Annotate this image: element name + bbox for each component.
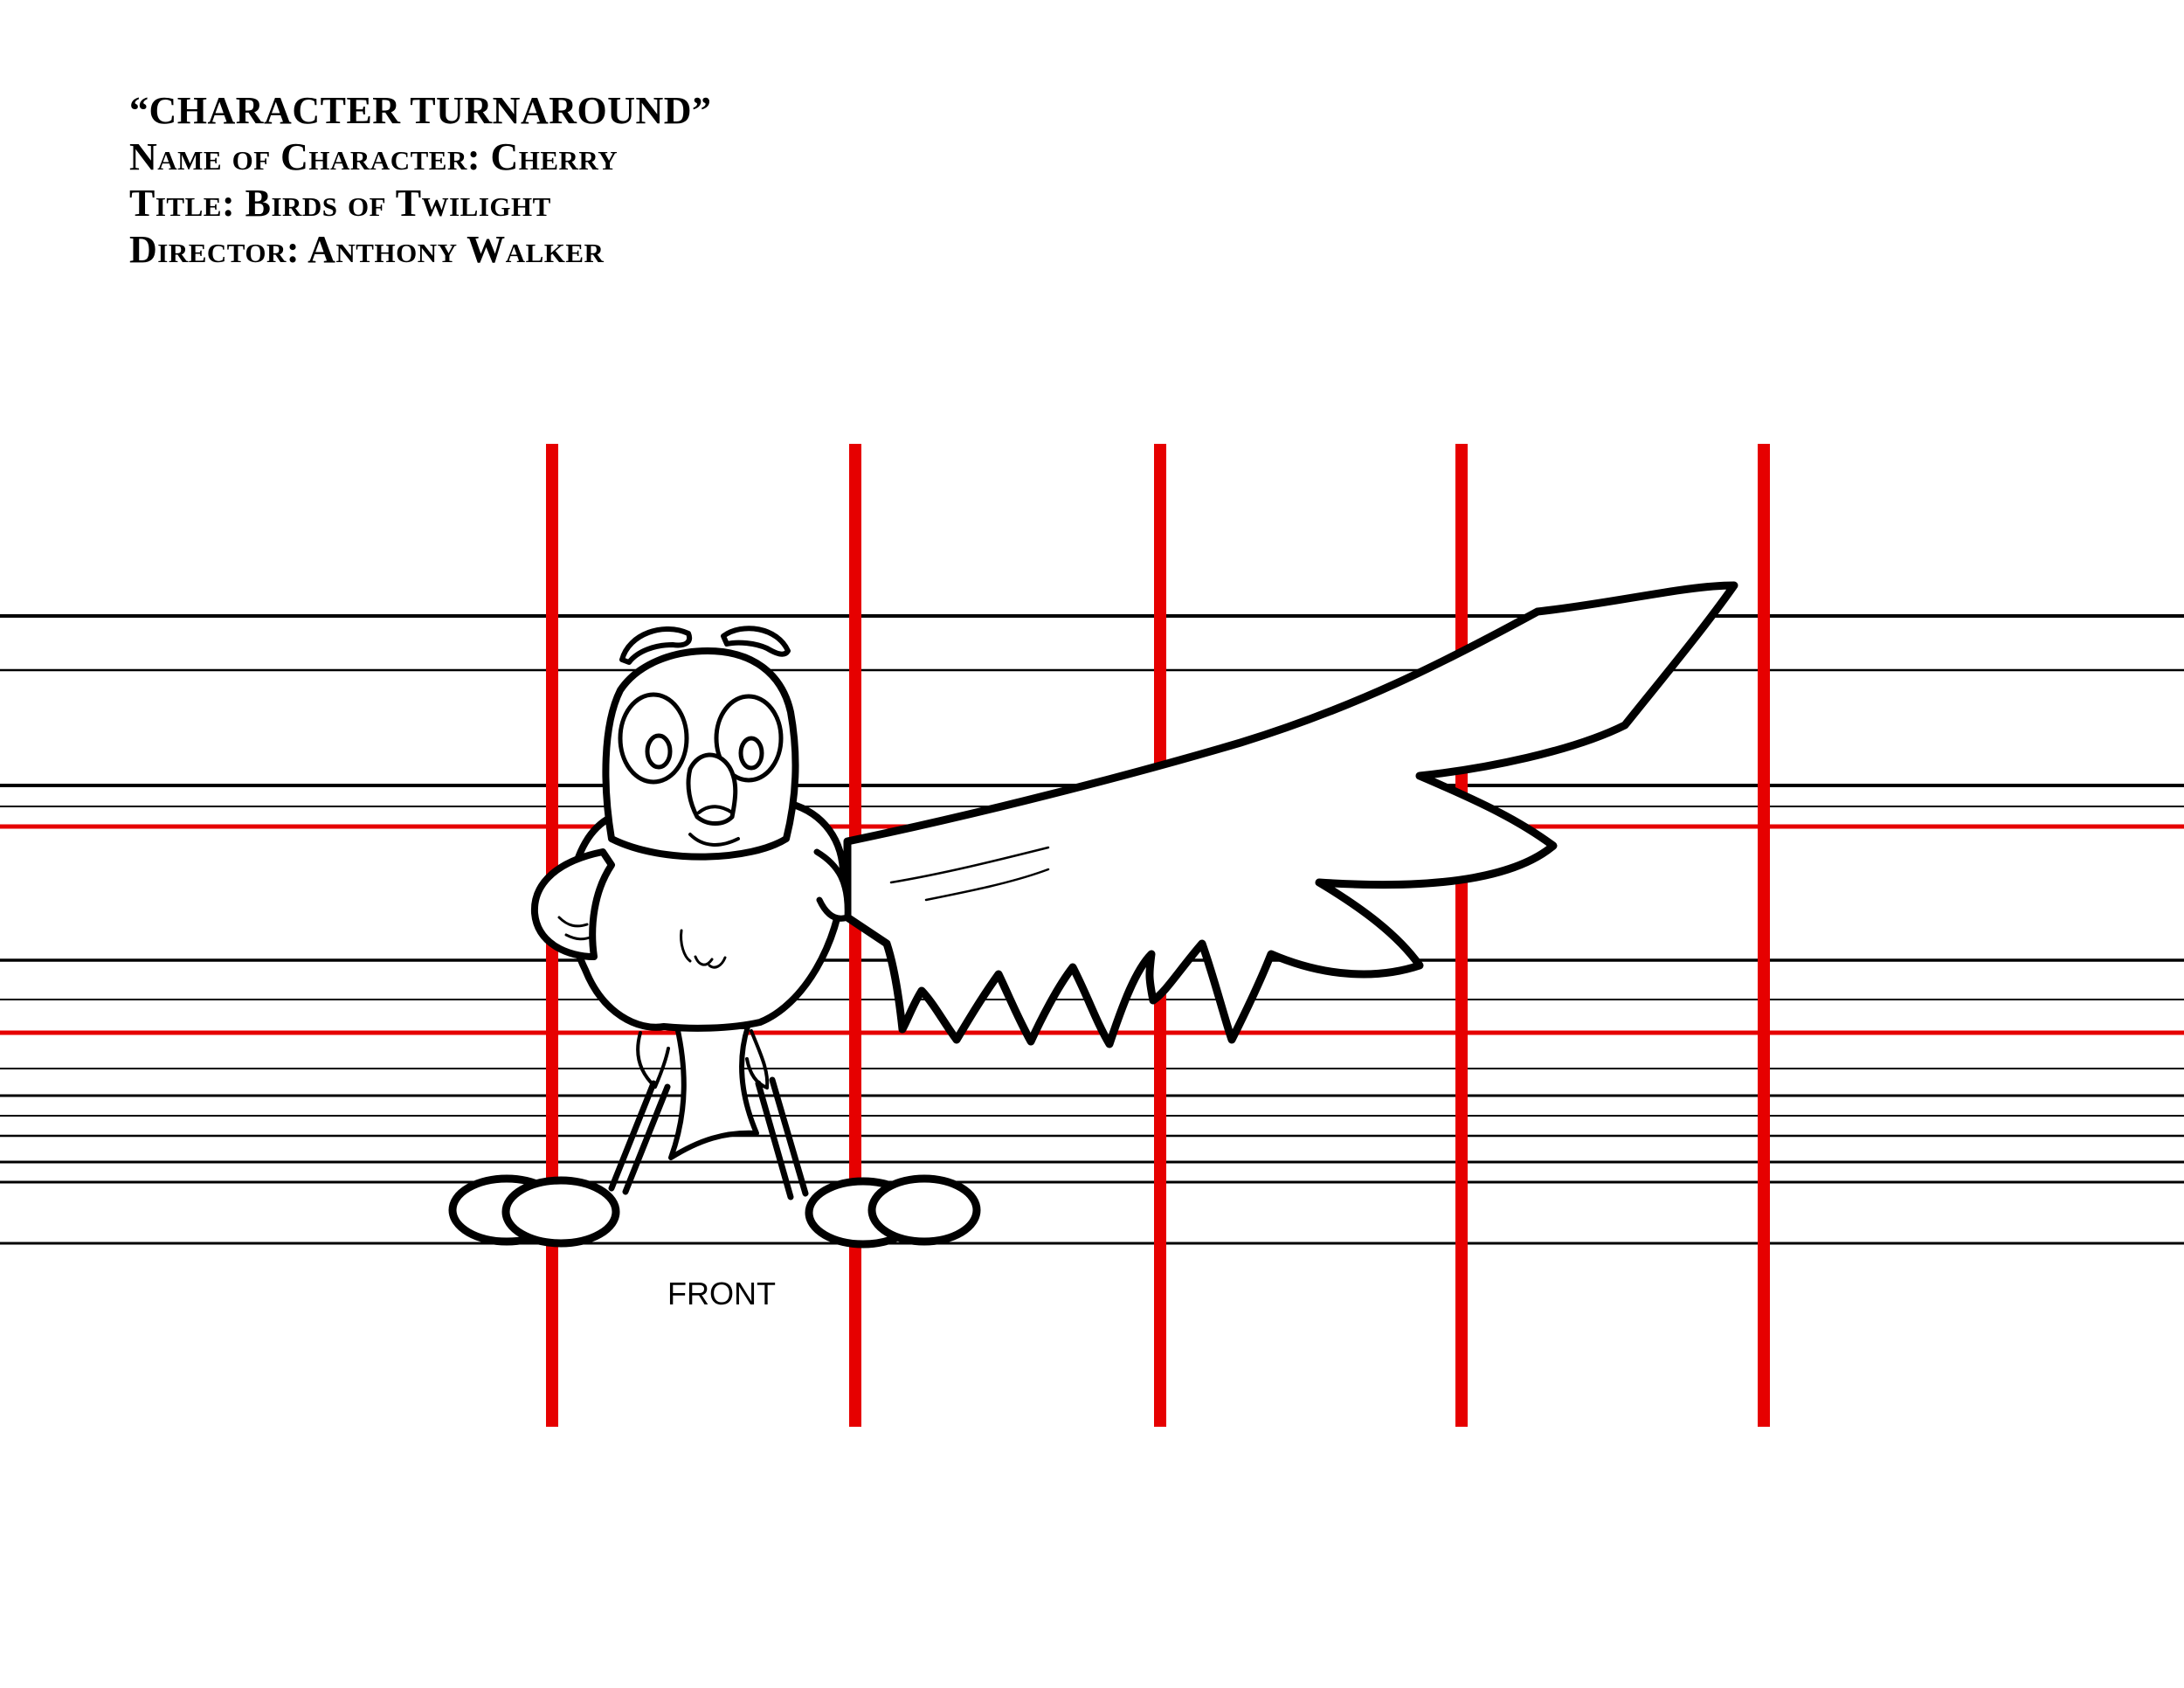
right-pupil bbox=[738, 736, 764, 771]
right-arm bbox=[813, 848, 851, 922]
right-leg-feathers bbox=[745, 1029, 770, 1090]
beak-split bbox=[697, 805, 734, 814]
left-leg bbox=[608, 1080, 671, 1195]
wing-feather-detail bbox=[889, 846, 1050, 902]
director-line: Director: Anthony Walker bbox=[129, 228, 605, 271]
view-label-front: FRONT bbox=[667, 1276, 776, 1311]
left-leg-feathers bbox=[636, 1031, 670, 1089]
character-name-line: Name of Character: Cherry bbox=[129, 135, 619, 178]
tail bbox=[668, 1024, 759, 1160]
chest-fluff bbox=[680, 929, 727, 969]
sheet-heading: “CHARACTER TURNAROUND” bbox=[129, 89, 712, 132]
character-drawing bbox=[448, 581, 1738, 1249]
left-pupil bbox=[645, 733, 673, 770]
right-leg bbox=[755, 1076, 809, 1200]
left-arm-feathers bbox=[557, 916, 594, 941]
wing bbox=[843, 581, 1738, 1048]
right-foot-back bbox=[867, 1174, 981, 1246]
title-line: Title: Birds of Twilight bbox=[129, 182, 551, 225]
right-eyebrow bbox=[721, 626, 791, 657]
beak bbox=[686, 752, 738, 826]
sheet-header: “CHARACTER TURNAROUND” Name of Character… bbox=[129, 87, 712, 273]
left-arm bbox=[530, 848, 615, 960]
left-eyebrow bbox=[619, 626, 692, 665]
smile bbox=[688, 833, 740, 847]
left-foot-front bbox=[501, 1176, 620, 1248]
